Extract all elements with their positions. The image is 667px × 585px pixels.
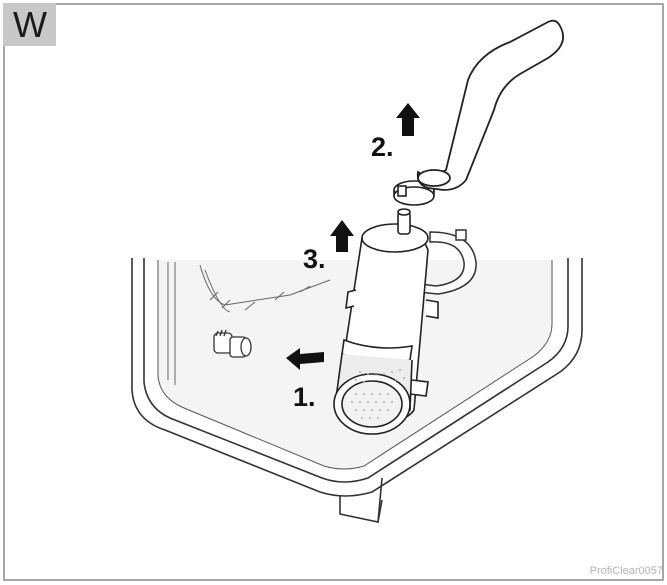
section-letter: W xyxy=(13,4,47,45)
step-3-label: 3. xyxy=(303,244,326,274)
image-credit: ProfiClear0057 xyxy=(589,565,663,577)
section-tab: W xyxy=(3,3,56,46)
hose xyxy=(416,19,564,191)
diagram-frame xyxy=(3,3,664,581)
filter-mesh xyxy=(351,369,405,419)
step-1-label: 1. xyxy=(293,382,316,412)
step-2-label: 2. xyxy=(371,132,394,162)
nozzle-fitting xyxy=(213,329,252,358)
arrow-icon xyxy=(286,103,420,370)
inner-details xyxy=(167,262,331,385)
filter-cartridge xyxy=(333,208,439,435)
